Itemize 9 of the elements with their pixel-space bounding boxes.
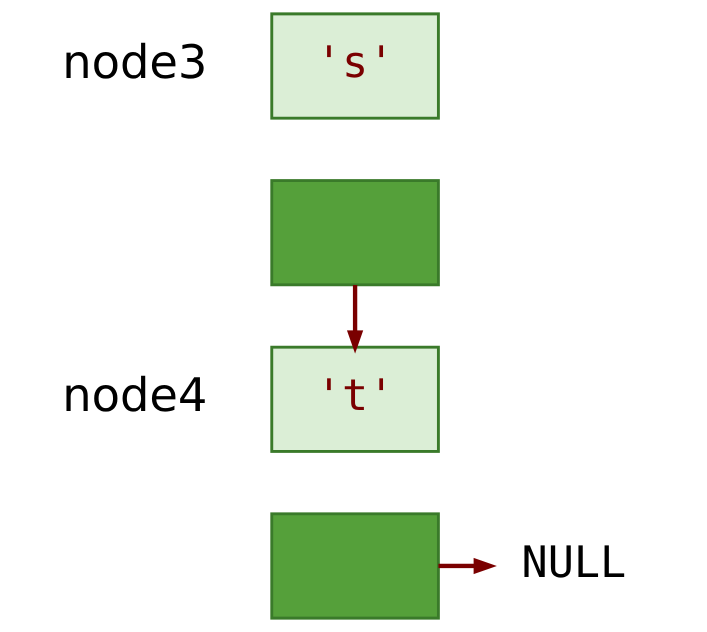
node-text: NULL	[521, 538, 626, 588]
node-box: 't'	[270, 346, 440, 453]
node-box	[270, 512, 440, 620]
node-label: node4	[62, 368, 207, 422]
node-box	[270, 179, 440, 286]
node-box: 's'	[270, 12, 440, 120]
arrow	[346, 285, 363, 354]
node-label: node3	[62, 34, 207, 89]
arrow	[438, 558, 496, 574]
